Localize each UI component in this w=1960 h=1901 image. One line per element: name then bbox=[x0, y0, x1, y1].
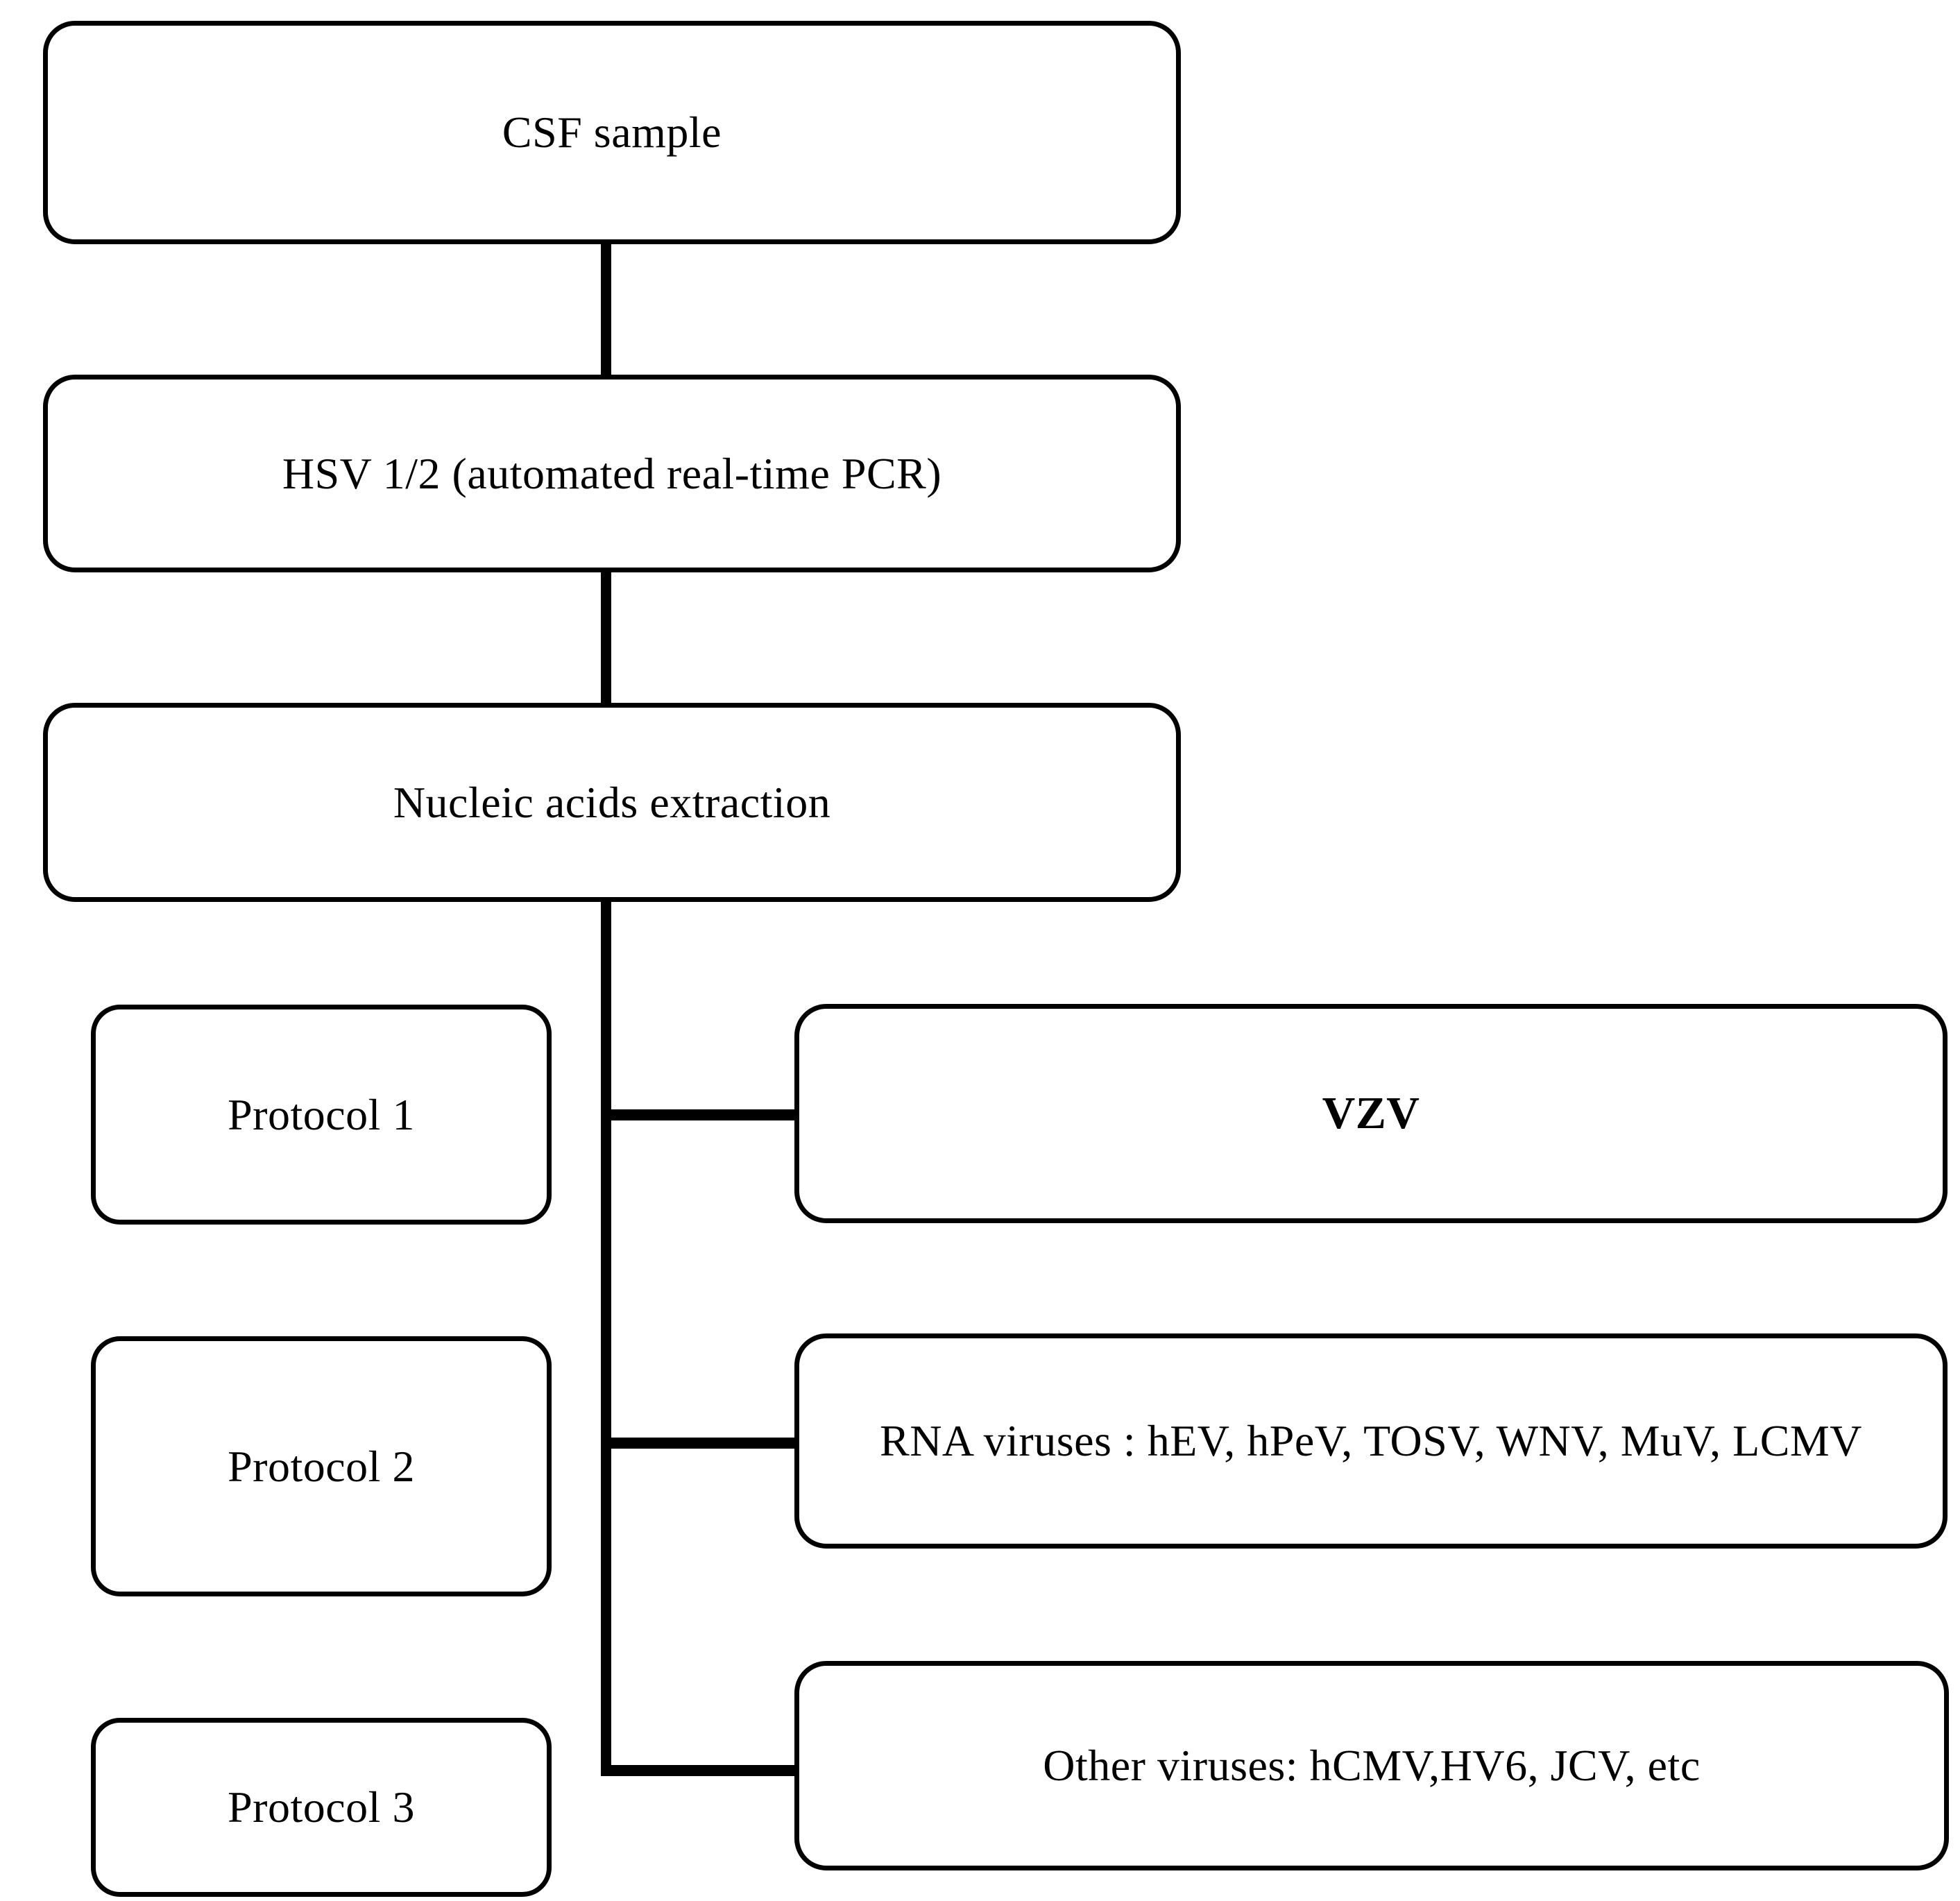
connector-trunk-segment-1 bbox=[601, 244, 611, 375]
connector-branch-other-viruses bbox=[601, 1765, 794, 1776]
node-protocol-1: Protocol 1 bbox=[91, 1005, 552, 1225]
connector-branch-vzv bbox=[609, 1109, 794, 1120]
node-protocol-2: Protocol 2 bbox=[91, 1336, 552, 1596]
node-csf-sample: CSF sample bbox=[43, 21, 1181, 244]
node-nucleic-acids-extraction: Nucleic acids extraction bbox=[43, 703, 1181, 902]
node-nucleic-acids-extraction-label: Nucleic acids extraction bbox=[393, 777, 831, 827]
connector-trunk-segment-2 bbox=[601, 572, 611, 703]
node-csf-sample-label: CSF sample bbox=[502, 108, 722, 157]
node-vzv-label: VZV bbox=[1322, 1088, 1420, 1139]
connector-branch-rna-viruses bbox=[609, 1438, 794, 1449]
node-vzv: VZV bbox=[794, 1004, 1948, 1223]
node-other-viruses-label: Other viruses: hCMV,HV6, JCV, etc bbox=[1043, 1741, 1701, 1791]
node-protocol-3: Protocol 3 bbox=[91, 1718, 552, 1897]
connector-trunk-segment-3 bbox=[601, 902, 611, 1776]
node-hsv-pcr: HSV 1/2 (automated real-time PCR) bbox=[43, 375, 1181, 572]
node-protocol-1-label: Protocol 1 bbox=[228, 1089, 415, 1139]
node-hsv-pcr-label: HSV 1/2 (automated real-time PCR) bbox=[282, 448, 942, 498]
node-protocol-2-label: Protocol 2 bbox=[228, 1441, 415, 1491]
node-rna-viruses: RNA viruses : hEV, hPeV, TOSV, WNV, MuV,… bbox=[794, 1333, 1948, 1549]
node-rna-viruses-label: RNA viruses : hEV, hPeV, TOSV, WNV, MuV,… bbox=[880, 1416, 1862, 1466]
node-other-viruses: Other viruses: hCMV,HV6, JCV, etc bbox=[794, 1661, 1949, 1870]
node-protocol-3-label: Protocol 3 bbox=[228, 1782, 415, 1832]
